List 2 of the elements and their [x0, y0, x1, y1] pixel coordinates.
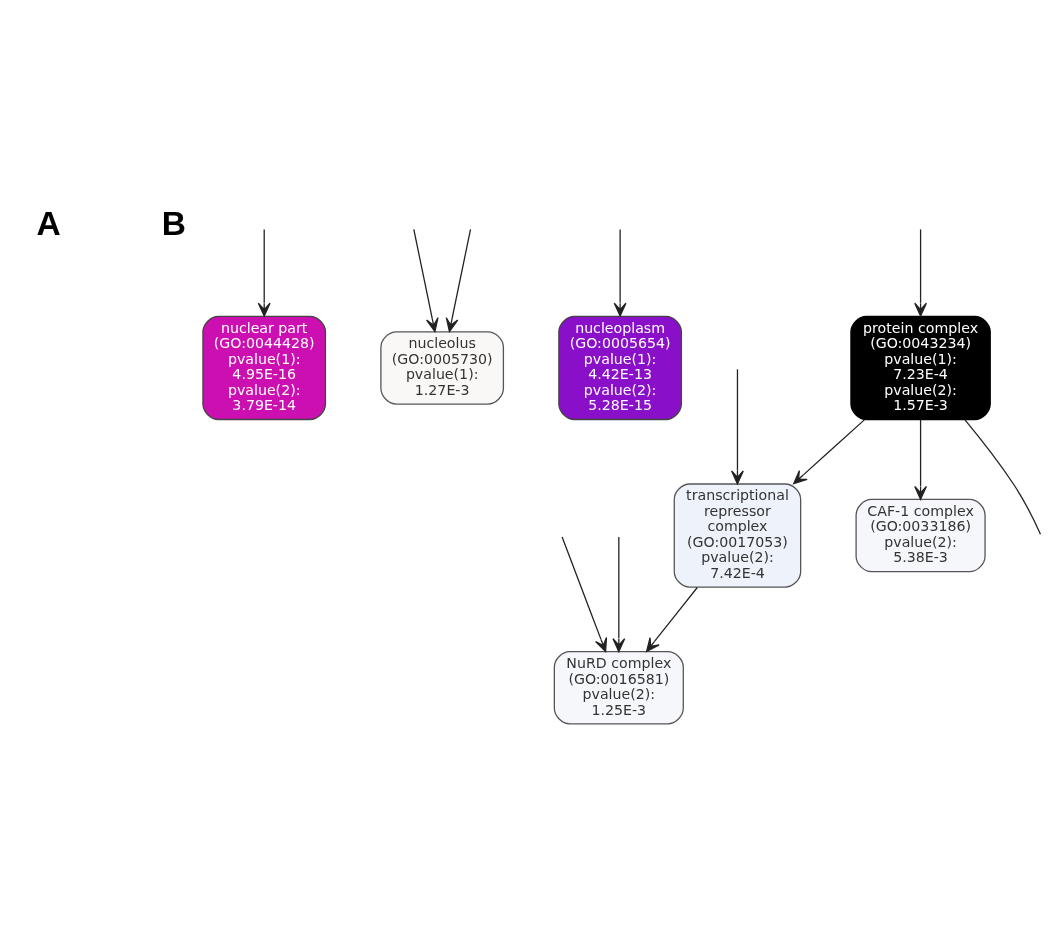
label: B: [161, 204, 186, 242]
label: A: [36, 204, 61, 242]
